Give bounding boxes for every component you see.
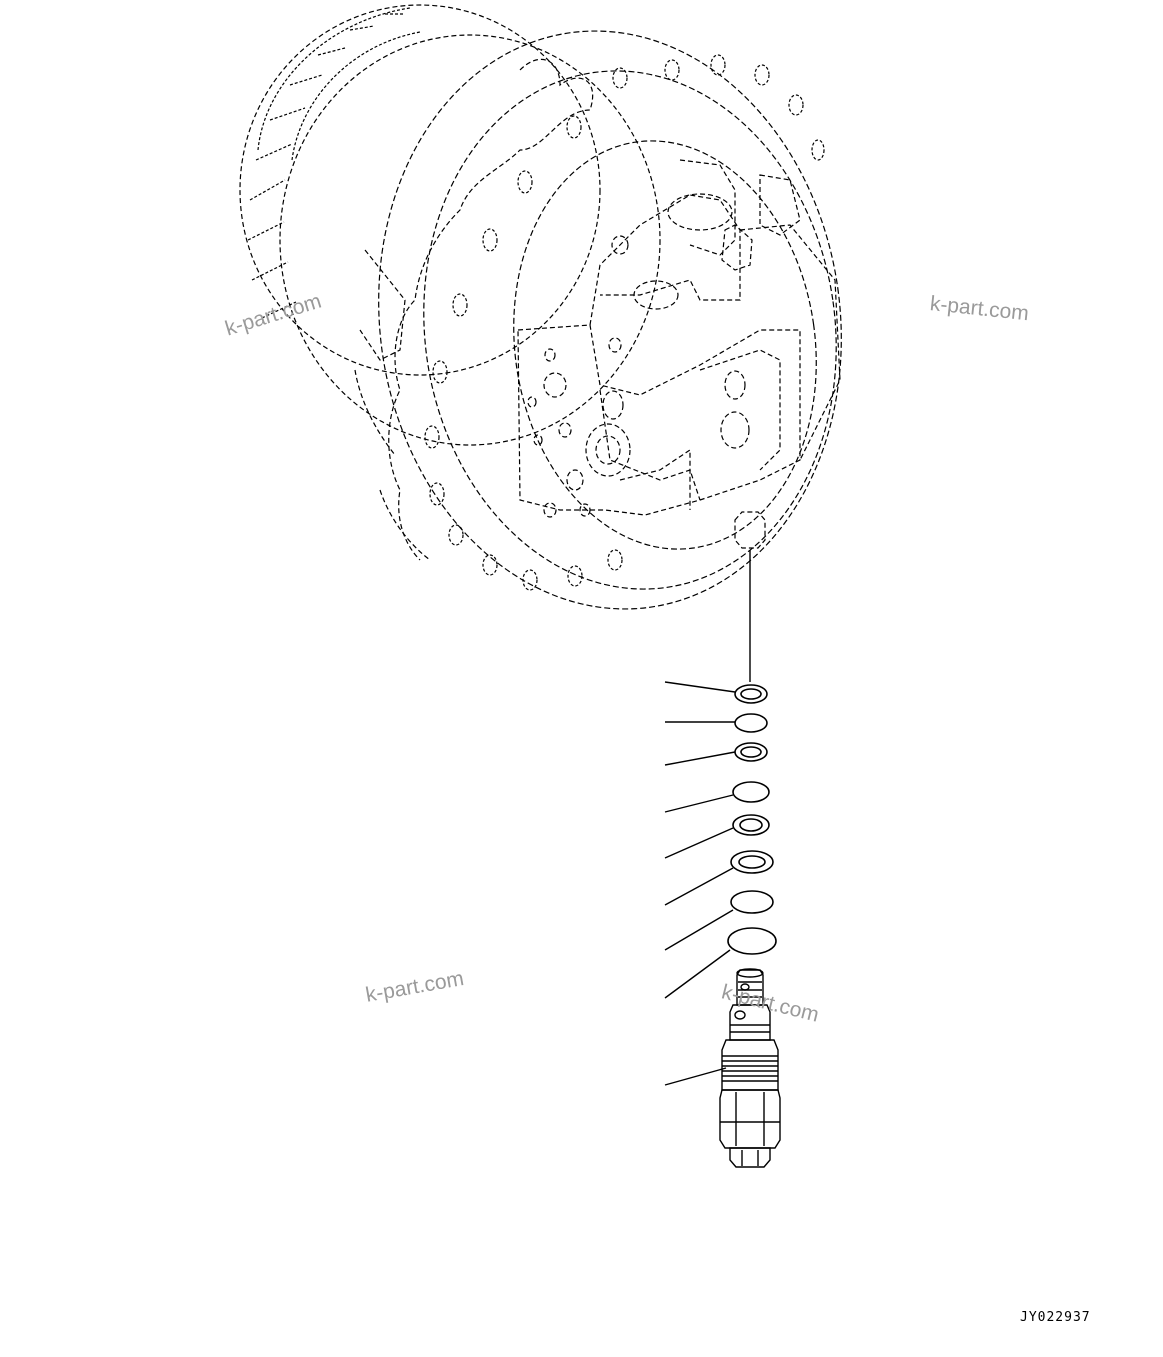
leader-lines: [664, 681, 736, 1086]
relief-valve-cartridge: [719, 968, 781, 1168]
flange-bolt-holes: [424, 54, 825, 591]
motor-drum-rim: [279, 34, 661, 446]
travel-motor-assembly: [239, 4, 842, 610]
backup-ring-3: [730, 890, 774, 914]
motor-flange: [378, 30, 842, 610]
drum-teeth: [247, 7, 421, 319]
o-ring-2: [734, 742, 768, 762]
motor-flange-inner: [423, 70, 837, 590]
cartridge-boss: [734, 511, 766, 549]
backup-ring-1: [734, 713, 768, 733]
motor-side-lines: [354, 249, 431, 561]
o-ring-4: [730, 850, 774, 874]
motor-outer-drum: [239, 4, 601, 376]
valve-port-main: [585, 423, 631, 477]
backup-ring-4: [727, 927, 777, 955]
drawing-code: JY022937: [1020, 1310, 1091, 1325]
motor-valve-block: [517, 159, 841, 549]
backup-ring-2: [732, 781, 770, 803]
o-ring-3: [732, 814, 770, 836]
flange-scallop: [388, 58, 594, 561]
o-ring-1: [734, 684, 768, 704]
motor-hub: [513, 140, 817, 550]
seal-rings: [727, 684, 777, 955]
